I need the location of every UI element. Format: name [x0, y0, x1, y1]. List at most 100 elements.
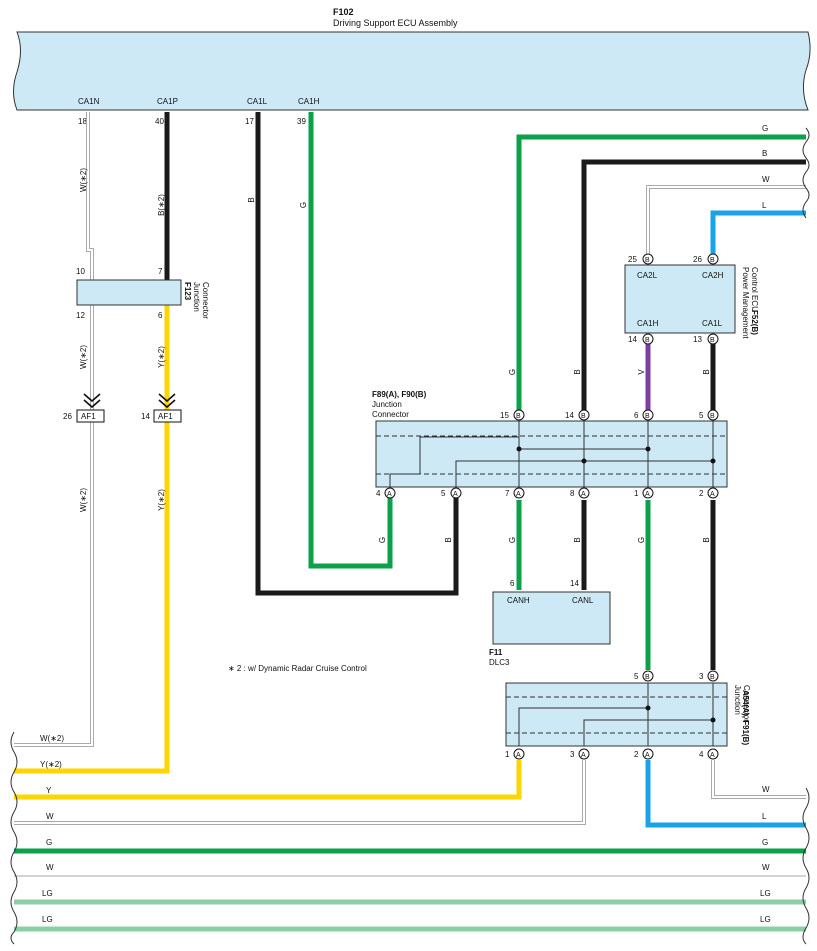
svg-text:10: 10 — [76, 267, 85, 276]
right-bottom-break-edge — [802, 787, 810, 945]
svg-text:6: 6 — [158, 311, 163, 320]
svg-text:B: B — [581, 413, 586, 420]
svg-text:CANL: CANL — [572, 596, 594, 605]
f89-code: F89(A), F90(B) — [372, 390, 427, 399]
svg-text:7: 7 — [158, 267, 163, 276]
svg-text:B: B — [710, 257, 715, 264]
a54-code: A54(A), F91(B) — [741, 690, 750, 745]
svg-text:Power Management: Power Management — [741, 267, 750, 339]
svg-text:AF1: AF1 — [81, 412, 96, 421]
svg-text:G: G — [762, 838, 768, 847]
svg-text:Y(∗2): Y(∗2) — [157, 489, 166, 511]
svg-text:LG: LG — [760, 915, 771, 924]
wire-ca1l-b — [255, 112, 459, 596]
svg-text:G: G — [508, 369, 517, 375]
svg-text:8: 8 — [570, 489, 575, 498]
svg-text:G: G — [762, 124, 768, 133]
svg-text:Junction: Junction — [372, 400, 402, 409]
svg-text:W(∗2): W(∗2) — [79, 168, 88, 192]
svg-text:A: A — [710, 491, 715, 498]
svg-text:B: B — [516, 413, 521, 420]
f102-name: Driving Support ECU Assembly — [333, 18, 458, 28]
f52-box — [624, 264, 736, 334]
svg-text:W: W — [762, 175, 770, 184]
terminal-ca1p: CA1P — [157, 97, 178, 106]
svg-text:Junction: Junction — [733, 685, 742, 715]
f102-ecu-box — [13, 31, 811, 111]
f102-code: F102 — [333, 7, 354, 17]
svg-text:5: 5 — [634, 672, 639, 681]
svg-text:B(∗2): B(∗2) — [157, 194, 166, 216]
svg-text:Connector: Connector — [742, 685, 751, 722]
svg-text:Junction: Junction — [192, 282, 201, 312]
svg-text:G: G — [46, 838, 52, 847]
svg-text:26: 26 — [693, 255, 702, 264]
wire-w-top — [646, 185, 806, 254]
wire-w-right — [711, 760, 806, 799]
svg-text:3: 3 — [570, 750, 575, 759]
f123-code: F123 — [183, 282, 192, 301]
svg-text:CA1H: CA1H — [637, 319, 659, 328]
svg-text:B: B — [247, 197, 256, 202]
svg-text:LG: LG — [42, 889, 53, 898]
af1-right — [153, 409, 182, 423]
f89-box — [375, 420, 728, 488]
svg-text:Control ECU: Control ECU — [750, 267, 759, 312]
terminal-ca1h: CA1H — [298, 97, 320, 106]
svg-text:4: 4 — [699, 750, 704, 759]
svg-text:V: V — [637, 369, 646, 375]
svg-text:G: G — [508, 537, 517, 543]
pin-39: 39 — [297, 117, 306, 126]
svg-text:Y(∗2): Y(∗2) — [157, 346, 166, 368]
svg-text:A: A — [516, 491, 521, 498]
svg-text:B: B — [444, 537, 453, 542]
svg-text:B: B — [573, 537, 582, 542]
svg-text:12: 12 — [76, 311, 85, 320]
svg-text:3: 3 — [699, 672, 704, 681]
svg-text:A: A — [387, 491, 392, 498]
svg-text:5: 5 — [699, 411, 704, 420]
svg-text:DLC3: DLC3 — [489, 658, 510, 667]
wire-ca1h-g — [308, 112, 393, 569]
svg-text:W(∗2): W(∗2) — [40, 734, 64, 743]
svg-text:Connector: Connector — [372, 410, 409, 419]
svg-text:Connector: Connector — [201, 282, 210, 319]
svg-text:B: B — [573, 369, 582, 374]
f11-code: F11 — [489, 648, 503, 657]
svg-text:W: W — [46, 863, 54, 872]
svg-text:A: A — [710, 752, 715, 759]
svg-text:B: B — [645, 337, 650, 344]
svg-text:13: 13 — [693, 335, 702, 344]
svg-text:G: G — [637, 537, 646, 543]
terminal-ca1l: CA1L — [247, 97, 268, 106]
svg-text:LG: LG — [42, 915, 53, 924]
svg-text:B: B — [645, 674, 650, 681]
svg-text:A: A — [581, 752, 586, 759]
svg-text:2: 2 — [699, 489, 704, 498]
f52-code: F52(B) — [750, 310, 759, 335]
a54-box — [505, 682, 728, 747]
svg-text:G: G — [378, 537, 387, 543]
svg-text:A: A — [645, 491, 650, 498]
svg-text:1: 1 — [634, 489, 639, 498]
wire-l-a54 — [645, 760, 806, 828]
wire-y-a54 — [14, 760, 522, 800]
svg-text:CA1L: CA1L — [702, 319, 723, 328]
svg-text:W: W — [762, 863, 770, 872]
af1-chevron-right-icon — [158, 393, 176, 409]
wire-ca1n-w — [14, 112, 94, 747]
svg-text:B: B — [710, 674, 715, 681]
svg-text:CANH: CANH — [507, 596, 530, 605]
pin-40: 40 — [155, 117, 164, 126]
svg-text:25: 25 — [628, 255, 637, 264]
svg-text:G: G — [299, 202, 308, 208]
af1-left — [76, 409, 105, 423]
svg-text:26: 26 — [63, 412, 72, 421]
svg-text:B: B — [645, 257, 650, 264]
svg-text:B: B — [710, 413, 715, 420]
svg-text:CA2L: CA2L — [637, 271, 658, 280]
svg-text:5: 5 — [441, 489, 446, 498]
svg-text:AF1: AF1 — [158, 412, 173, 421]
svg-text:14: 14 — [570, 579, 579, 588]
f123-box — [76, 279, 182, 306]
